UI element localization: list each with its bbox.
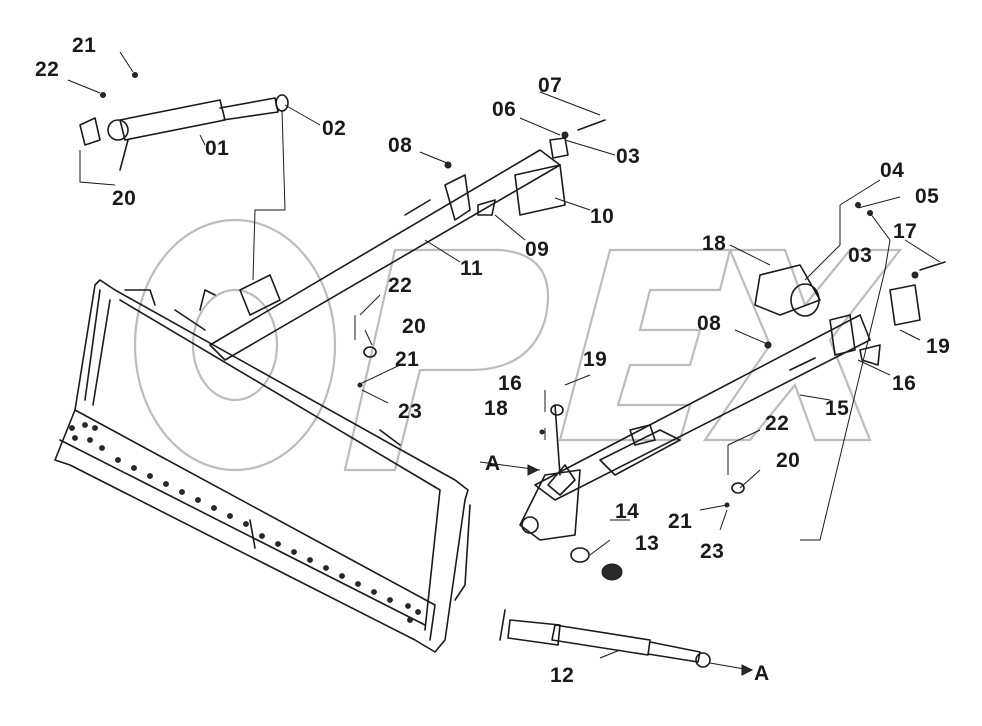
callout-labels: 21 22 01 02 20 07 06 03 08 10 09 11 04 0…	[35, 34, 950, 687]
callout-19-mid: 19	[583, 348, 607, 371]
callout-11: 11	[460, 257, 483, 280]
leader-lines	[67, 51, 941, 676]
lift-cylinder	[499, 609, 711, 668]
callout-18-mid: 18	[484, 397, 508, 420]
callout-19: 19	[926, 335, 950, 358]
callout-21-mid: 21	[395, 348, 419, 371]
callout-22-mid: 22	[388, 274, 412, 297]
callout-21c: 21	[668, 510, 692, 533]
callout-08: 08	[388, 134, 412, 157]
callout-23b: 23	[700, 540, 724, 563]
dozer-blade	[54, 279, 471, 653]
callout-21: 21	[72, 34, 96, 57]
cutting-edge-bolts	[69, 422, 421, 623]
callout-04: 04	[880, 159, 904, 182]
watermark	[133, 218, 903, 472]
tilt-cylinder	[79, 94, 289, 171]
ref-a-upper: A	[485, 452, 501, 475]
callout-10: 10	[590, 205, 614, 228]
callout-08b: 08	[697, 312, 721, 335]
callout-20c: 20	[776, 449, 800, 472]
callout-16: 16	[892, 372, 916, 395]
callout-03b: 03	[848, 244, 872, 267]
fasteners	[100, 72, 946, 508]
callout-15: 15	[825, 397, 849, 420]
callout-18: 18	[702, 232, 726, 255]
callout-09: 09	[525, 238, 549, 261]
callout-20: 20	[112, 187, 136, 210]
callout-22: 22	[35, 58, 59, 81]
callout-05: 05	[915, 185, 939, 208]
callout-16-mid: 16	[498, 372, 522, 395]
callout-17: 17	[893, 220, 917, 243]
callout-06: 06	[492, 98, 516, 121]
push-arm-right	[519, 264, 921, 581]
ref-a-lower: A	[754, 662, 770, 685]
callout-14: 14	[615, 500, 639, 523]
callout-07: 07	[538, 74, 562, 97]
callout-22b: 22	[765, 412, 789, 435]
callout-03: 03	[616, 145, 640, 168]
callout-02: 02	[322, 117, 346, 140]
callout-01: 01	[205, 137, 229, 160]
callout-12: 12	[550, 664, 574, 687]
push-arm-left	[209, 137, 569, 361]
callout-20-mid: 20	[402, 315, 426, 338]
callout-13: 13	[635, 532, 659, 555]
callout-23: 23	[398, 400, 422, 423]
